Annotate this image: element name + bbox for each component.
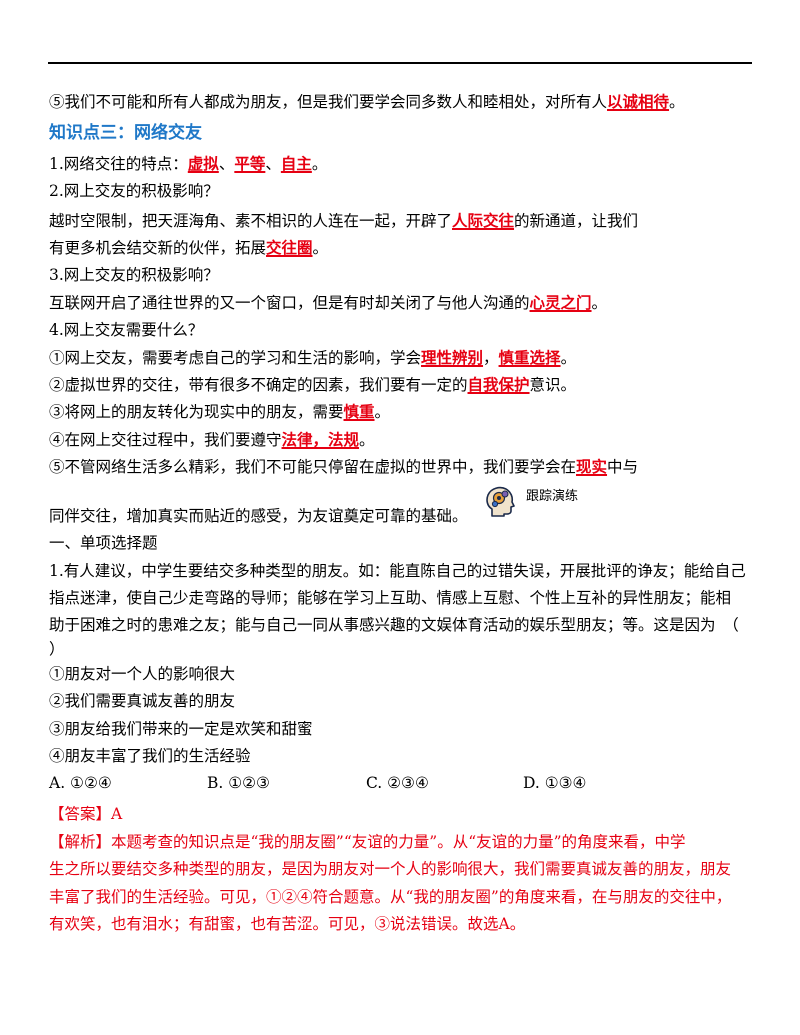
analysis-line-3: 丰富了我们的生活经验。可见，①②④符合题意。从“我的朋友圈”的角度来看，在与朋友… xyxy=(49,888,732,906)
question-3-answer: 互联网开启了通往世界的又一个窗口，但是有时却关闭了与他人沟通的心灵之门。 xyxy=(49,293,608,312)
keyword: 心灵之门 xyxy=(529,293,592,312)
answer: 【答案】A xyxy=(49,805,123,823)
question-4-point-4: ④在网上交往过程中，我们要遵守法律，法规。 xyxy=(49,430,375,449)
keyword: 自主 xyxy=(280,154,312,173)
practice-badge: 跟踪演练 xyxy=(482,483,602,519)
option-3: ③朋友给我们带来的一定是欢笑和甜蜜 xyxy=(49,720,313,738)
keyword: 自我保护 xyxy=(467,375,530,394)
keyword: 平等 xyxy=(234,154,266,173)
question-4: 4.网上交友需要什么？ xyxy=(49,321,204,339)
practice-label: 跟踪演练 xyxy=(526,489,579,504)
keyword: 以诚相待 xyxy=(607,92,670,111)
keyword: 法律，法规 xyxy=(281,430,360,449)
option-4: ④朋友丰富了我们的生活经验 xyxy=(49,747,251,765)
question-2: 2.网上交友的积极影响？ xyxy=(49,182,219,200)
choice-c: C. ②③④ xyxy=(366,774,429,792)
choice-b: B. ①②③ xyxy=(207,774,270,792)
question-1: 1.网络交往的特点：虚拟、平等、自主。 xyxy=(49,154,328,173)
mc-question-line-2: 指点迷津，使自己少走弯路的导师；能够在学习上互助、情感上互慰、个性上互补的异性朋… xyxy=(49,589,732,607)
choice-d: D. ①③④ xyxy=(523,774,587,792)
mc-question-line-3: 助于困难之时的患难之友；能与自己一同从事感兴趣的文娱体育活动的娱乐型朋友；等。这… xyxy=(49,616,739,634)
section-title: 知识点三：网络交友 xyxy=(49,123,202,143)
question-4-point-5: ⑤不管网络生活多么精彩，我们不可能只停留在虚拟的世界中，我们要学会在现实中与 xyxy=(49,457,639,476)
keyword: 慎重选择 xyxy=(498,348,561,367)
keyword: 交往圈 xyxy=(266,238,313,257)
mc-question-line-1: 1.有人建议，中学生要结交多种类型的朋友。如：能直陈自己的过错失误，开展批评的诤… xyxy=(49,562,746,580)
question-2-answer-line-2: 有更多机会结交新的伙伴，拓展交往圈。 xyxy=(49,238,329,257)
keyword: 虚拟 xyxy=(187,154,219,173)
knowledge-point-5: ⑤我们不可能和所有人都成为朋友，但是我们要学会同多数人和睦相处，对所有人以诚相待… xyxy=(49,92,685,111)
analysis-line-1: 【解析】本题考查的知识点是“我的朋友圈”“友谊的力量”。从“友谊的力量”的角度来… xyxy=(49,833,686,851)
question-4-point-2: ②虚拟世界的交往，带有很多不确定的因素，我们要有一定的自我保护意识。 xyxy=(49,375,577,394)
question-4-point-3: ③将网上的朋友转化为现实中的朋友，需要慎重。 xyxy=(49,402,391,421)
section-single-choice: 一、单项选择题 xyxy=(49,534,158,552)
analysis-line-4: 有欢笑，也有泪水；有甜蜜，也有苦涩。可见，③说法错误。故选A。 xyxy=(49,915,526,933)
question-4-point-1: ①网上交友，需要考虑自己的学习和生活的影响，学会理性辨别，慎重选择。 xyxy=(49,348,577,367)
head-gears-icon xyxy=(486,486,515,517)
option-1: ①朋友对一个人的影响很大 xyxy=(49,665,236,683)
keyword: 慎重 xyxy=(343,402,375,421)
keyword: 现实 xyxy=(576,457,608,476)
keyword: 人际交往 xyxy=(452,211,515,230)
analysis-line-2: 生之所以要结交多种类型的朋友，是因为朋友对一个人的影响很大，我们需要真诚友善的朋… xyxy=(49,860,732,878)
option-2: ②我们需要真诚友善的朋友 xyxy=(49,692,236,710)
question-2-answer-line-1: 越时空限制，把天涯海角、素不相识的人连在一起，开辟了人际交往的新通道，让我们 xyxy=(49,211,639,230)
mc-question-line-4: ） xyxy=(49,640,65,658)
question-3: 3.网上交友的积极影响？ xyxy=(49,266,219,284)
header-rule xyxy=(48,62,752,64)
choice-a: A. ①②④ xyxy=(49,774,112,792)
question-4-point-5-continued: 同伴交往，增加真实而贴近的感受，为友谊奠定可靠的基础。 xyxy=(49,507,468,525)
keyword: 理性辨别 xyxy=(421,348,484,367)
